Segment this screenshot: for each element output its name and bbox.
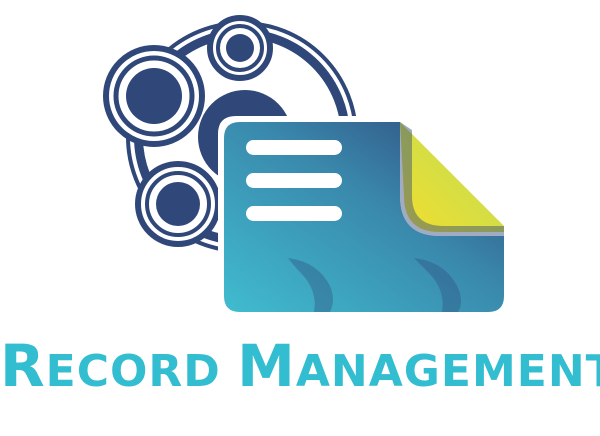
folded-corner-icon — [400, 122, 504, 232]
record-management-logo-art — [103, 15, 516, 318]
title-first-letter: R — [0, 332, 46, 400]
title-word-record: ECORD — [45, 346, 238, 397]
logo-title: RECORD MANAGEMENT — [0, 330, 600, 408]
title-word-management: ANAGEMENT — [295, 346, 600, 397]
document-file-icon — [218, 116, 516, 318]
title-second-letter: M — [237, 332, 296, 400]
